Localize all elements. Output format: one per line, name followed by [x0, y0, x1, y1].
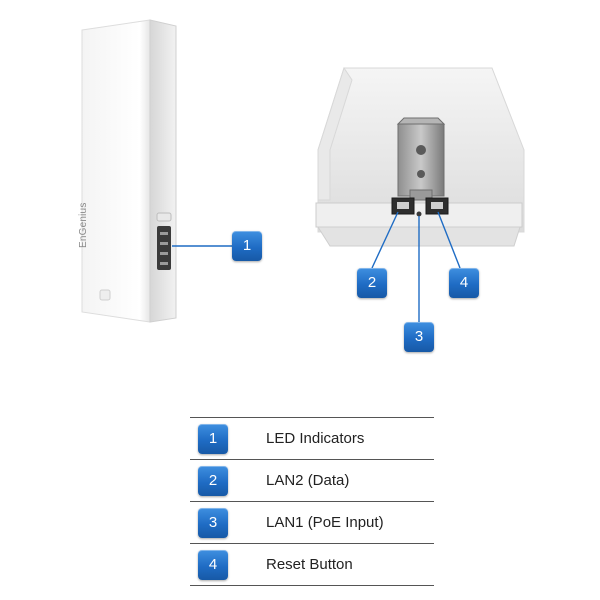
- device-bottom-view: [315, 66, 525, 247]
- callout-badge-3: 3: [404, 322, 434, 352]
- device-brand-logo: EnGenius: [78, 202, 89, 248]
- reset-pinhole: [416, 211, 422, 217]
- legend-row: 2 LAN2 (Data): [190, 459, 434, 501]
- leader-line-2: [371, 211, 399, 269]
- callout-badge-1: 1: [232, 231, 262, 261]
- led-indicator-panel: [156, 212, 172, 270]
- legend-label: Reset Button: [266, 556, 353, 573]
- legend-label: LAN2 (Data): [266, 472, 350, 489]
- callout-badge-4: 4: [449, 268, 479, 298]
- device-front-view: [81, 19, 177, 323]
- legend-row: 3 LAN1 (PoE Input): [190, 501, 434, 543]
- mount-bracket: [396, 117, 446, 201]
- lan2-port: [391, 197, 415, 215]
- callout-badge-2: 2: [357, 268, 387, 298]
- lan1-poe-port: [425, 197, 449, 215]
- legend-badge: 1: [198, 424, 228, 454]
- legend-badge: 4: [198, 550, 228, 580]
- legend-label: LED Indicators: [266, 430, 365, 447]
- leader-lines: [172, 211, 461, 322]
- legend-table: 1 LED Indicators 2 LAN2 (Data) 3 LAN1 (P…: [190, 417, 434, 586]
- legend-label: LAN1 (PoE Input): [266, 514, 384, 531]
- legend-badge: 3: [198, 508, 228, 538]
- legend-badge: 2: [198, 466, 228, 496]
- legend-row: 1 LED Indicators: [190, 417, 434, 459]
- leader-line-4: [437, 211, 461, 269]
- legend-row: 4 Reset Button: [190, 543, 434, 586]
